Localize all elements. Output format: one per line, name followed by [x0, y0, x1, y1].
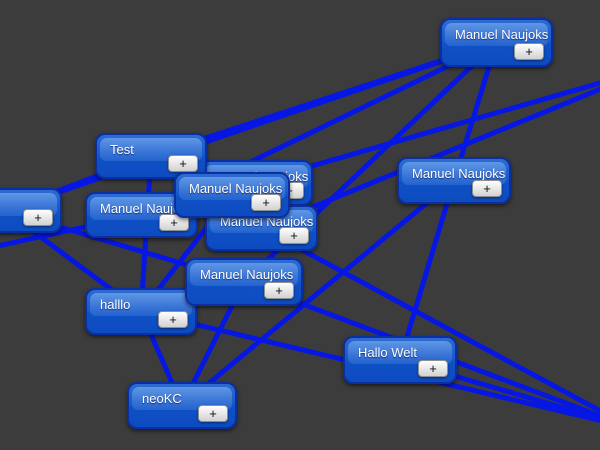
node-label: Test: [110, 142, 134, 157]
node-header: Manuel Naujoks: [402, 162, 506, 185]
node-label: Manuel Naujoks: [412, 166, 506, 181]
node-tr[interactable]: Manuel Naujoks+: [440, 18, 553, 67]
add-child-button[interactable]: +: [279, 227, 309, 244]
node-header: Hallo Welt: [348, 341, 452, 364]
node-header: neoKC: [132, 387, 232, 410]
edge-m3-osb: [259, 225, 600, 414]
node-label: Manuel Naujoks: [455, 27, 549, 42]
node-label: Manuel Naujoks: [200, 267, 294, 282]
add-child-button[interactable]: +: [514, 43, 544, 60]
add-child-button[interactable]: +: [168, 155, 198, 172]
node-hw[interactable]: Hallo Welt+: [343, 336, 457, 384]
edge-osa-m3: [259, 86, 600, 231]
node-header: halllo: [90, 293, 192, 316]
node-test[interactable]: Test +: [95, 133, 207, 179]
node-label: Hallo Welt: [358, 345, 418, 360]
node-label: Manuel Naujoks: [189, 181, 283, 196]
add-child-button[interactable]: +: [264, 282, 294, 299]
add-child-button[interactable]: +: [159, 214, 189, 231]
add-child-button[interactable]: +: [23, 209, 53, 226]
node-r[interactable]: Manuel Naujoks+: [397, 157, 511, 204]
add-child-button[interactable]: +: [418, 360, 448, 377]
node-c[interactable]: Manuel Naujoks+: [185, 258, 303, 306]
node-halllo[interactable]: halllo +: [85, 288, 197, 335]
edge-r-neokc: [179, 178, 457, 408]
add-child-button[interactable]: +: [251, 194, 281, 211]
edge-r-hw: [397, 178, 457, 363]
node-label: Manuel Naujoks: [100, 201, 194, 216]
add-child-button[interactable]: +: [472, 180, 502, 197]
node-l[interactable]: +: [0, 188, 62, 233]
add-child-button[interactable]: +: [198, 405, 228, 422]
node-label: halllo: [100, 297, 131, 312]
node-m1[interactable]: Manuel Naujoks+: [174, 172, 290, 218]
node-neokc[interactable]: neoKC +: [127, 382, 237, 429]
node-header: Manuel Naujoks: [190, 263, 298, 286]
add-child-button[interactable]: +: [158, 311, 188, 328]
node-header: Manuel Naujoks: [445, 23, 548, 46]
node-label: neoKC: [142, 391, 182, 406]
